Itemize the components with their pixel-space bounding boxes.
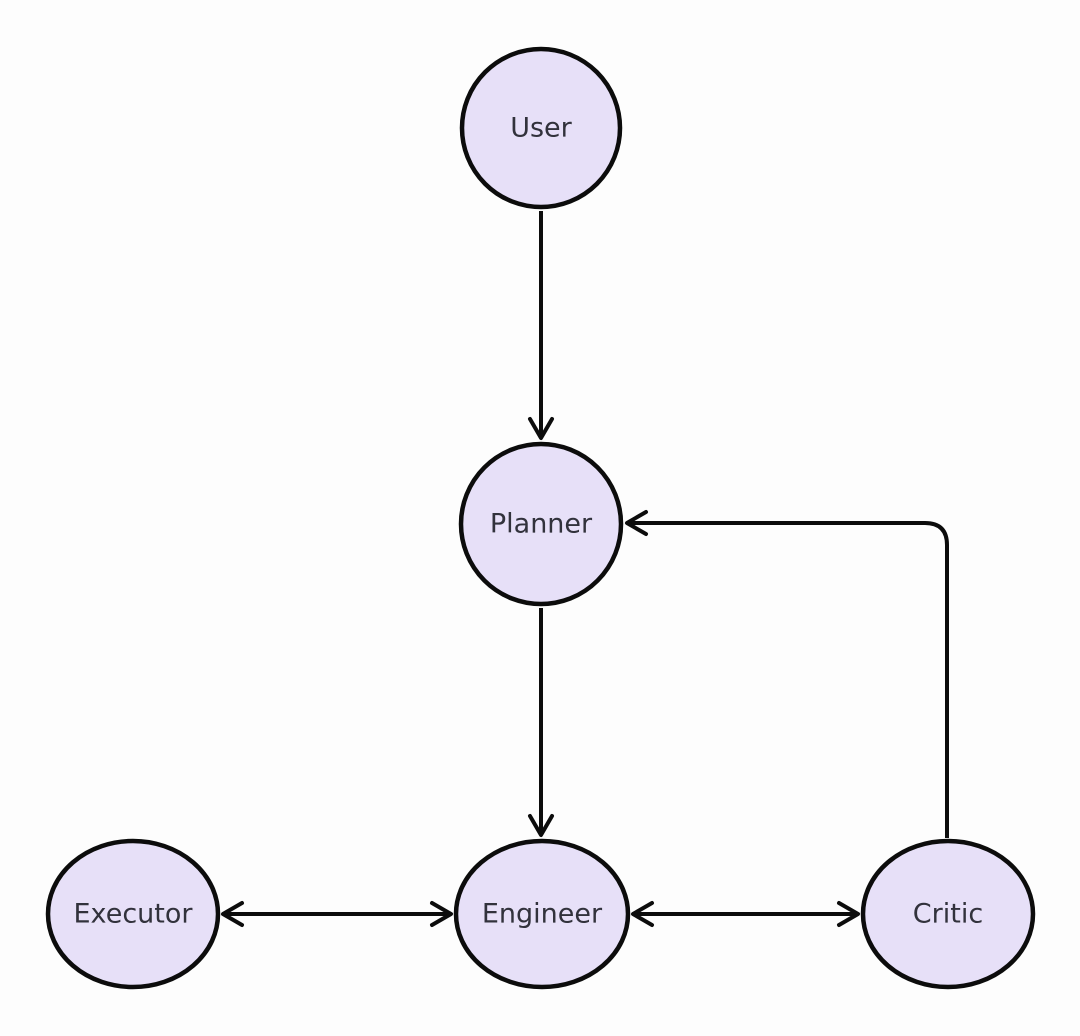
node-planner-label: Planner xyxy=(490,509,593,540)
node-executor-shape xyxy=(45,838,221,990)
edges-layer xyxy=(221,211,949,927)
node-critic-label: Critic xyxy=(913,899,983,930)
node-engineer-label: Engineer xyxy=(482,899,603,930)
node-critic: Critic xyxy=(860,838,1036,990)
node-critic-shape xyxy=(860,838,1036,990)
node-engineer-shape xyxy=(453,838,631,990)
node-planner: Planner xyxy=(458,441,624,607)
edge-critic-planner xyxy=(625,510,949,838)
node-executor: Executor xyxy=(45,838,221,990)
node-user-shape xyxy=(459,46,623,210)
node-user: User xyxy=(459,46,623,210)
node-planner-shape xyxy=(458,441,624,607)
node-engineer: Engineer xyxy=(453,838,631,990)
node-user-label: User xyxy=(510,113,572,144)
node-executor-label: Executor xyxy=(74,899,194,930)
